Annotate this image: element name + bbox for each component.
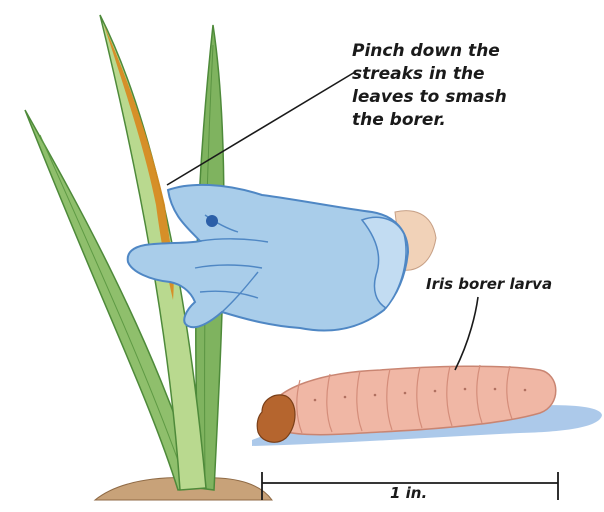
instruction-leader-line bbox=[167, 72, 355, 185]
larva-leader-line bbox=[455, 297, 478, 370]
scale-label: 1 in. bbox=[390, 482, 427, 505]
larva-label: Iris borer larva bbox=[426, 273, 552, 296]
instruction-label: Pinch down the streaks in the leaves to … bbox=[352, 40, 572, 132]
glove-dot bbox=[206, 215, 218, 227]
